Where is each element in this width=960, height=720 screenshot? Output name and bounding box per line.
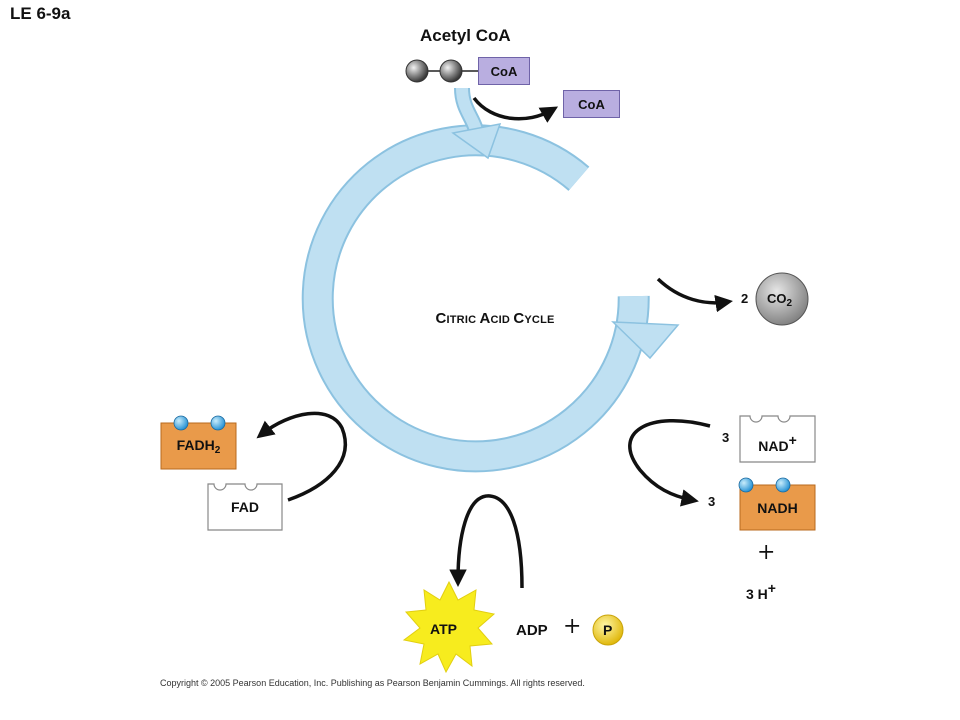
phosphate-label: P xyxy=(603,622,613,638)
fadh2-carrier xyxy=(160,422,237,470)
acetyl-coa-box: CoA xyxy=(478,57,530,85)
nad-count: 3 xyxy=(722,430,730,445)
co2-sphere xyxy=(755,272,809,326)
nadh-count: 3 xyxy=(708,494,716,509)
fad-carrier xyxy=(207,483,283,531)
co2-label: CO2 xyxy=(767,291,793,309)
fadh2-label: FADH2 xyxy=(176,437,221,456)
nadh-plus-sign: + xyxy=(757,540,776,565)
cycle-arrowhead xyxy=(611,321,680,360)
co2-count: 2 xyxy=(741,291,749,306)
figure-label: LE 6-9a xyxy=(10,4,71,23)
acetyl-coa-title: Acetyl CoA xyxy=(420,26,511,45)
nadh-electron xyxy=(738,477,754,493)
nad-label: NAD+ xyxy=(758,432,797,454)
coa-release-arrow xyxy=(472,96,559,123)
fad-label: FAD xyxy=(231,499,259,515)
acetyl-entry-arrow xyxy=(451,87,502,160)
copyright-notice: Copyright © 2005 Pearson Education, Inc.… xyxy=(160,678,585,688)
adp-to-atp-arrow xyxy=(449,494,524,589)
nad-carrier xyxy=(739,415,816,463)
proton-label: 3 H+ xyxy=(746,580,776,602)
nadh-electron xyxy=(775,477,791,493)
nadh-carrier xyxy=(739,484,816,531)
cycle-title: CITRIC ACID CYCLE xyxy=(435,310,555,327)
fadh2-electron xyxy=(173,415,189,431)
fadh2-electron xyxy=(210,415,226,431)
cycle-ring xyxy=(301,124,650,473)
co2-release-arrow xyxy=(656,277,733,313)
atp-label: ATP xyxy=(430,621,457,637)
nad-to-nadh-arrow xyxy=(628,418,711,507)
adp-label: ADP xyxy=(516,622,548,639)
acetyl-group xyxy=(405,59,478,83)
released-coa-box: CoA xyxy=(563,90,620,118)
nadh-label: NADH xyxy=(757,500,798,516)
atp-starburst xyxy=(402,580,496,674)
fad-to-fadh2-arrow xyxy=(256,411,348,502)
adp-plus-sign: + xyxy=(563,614,582,639)
phosphate-circle xyxy=(592,614,624,646)
